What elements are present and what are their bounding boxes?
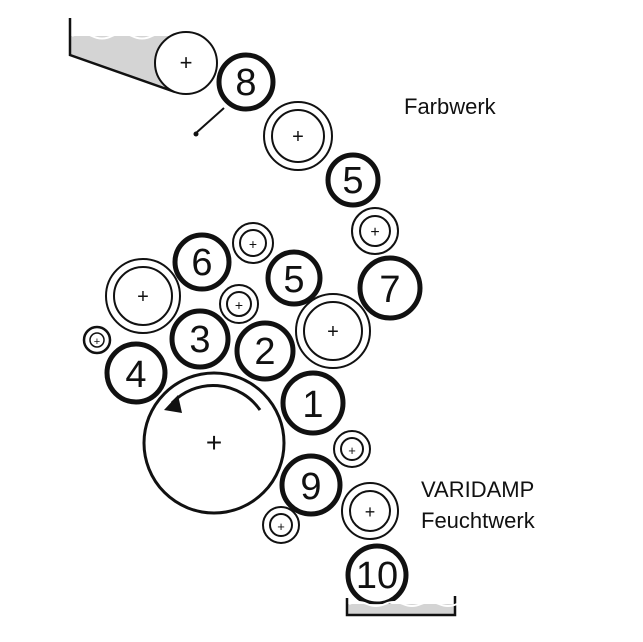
roller-6: 6	[172, 232, 232, 292]
roller-7-label: 7	[379, 269, 400, 311]
rotation-arrow-icon	[164, 395, 182, 413]
small-roller-lower-right: +	[333, 430, 371, 468]
double-roller-top: +	[263, 101, 333, 171]
center-mark: +	[137, 286, 149, 308]
double-roller-right: +	[295, 293, 371, 369]
roller-2: 2	[234, 320, 296, 382]
roller-7: 7	[357, 255, 423, 321]
roller-2-label: 2	[254, 331, 275, 373]
center-mark: +	[370, 224, 379, 241]
tiny-roller-left: +	[82, 325, 112, 355]
center-mark: +	[365, 502, 376, 522]
small-roller-right: +	[351, 207, 399, 255]
roller-8: 8	[193, 52, 276, 137]
roller-9-label: 9	[300, 466, 321, 508]
plate-cylinder: +	[142, 371, 286, 515]
center-mark: +	[180, 50, 193, 75]
small-roller-mid-top: +	[232, 222, 274, 264]
center-mark: +	[235, 297, 243, 313]
feuchtwerk-label: Feuchtwerk	[421, 508, 536, 533]
double-roller-bottom: +	[341, 482, 399, 540]
roller-1-label: 1	[302, 384, 323, 426]
roller-3: 3	[169, 308, 231, 370]
roller-6-label: 6	[191, 242, 212, 284]
small-roller-center: +	[219, 284, 259, 324]
roller-4: 4	[104, 341, 168, 405]
center-mark: +	[327, 321, 339, 343]
fountain-roller: +	[154, 31, 218, 95]
center-mark: +	[94, 336, 100, 348]
roller-3-label: 3	[189, 319, 210, 361]
roller-4-label: 4	[125, 354, 146, 396]
roller-1: 1	[280, 370, 346, 436]
roller-5-upper-label: 5	[342, 160, 363, 202]
center-mark: +	[249, 236, 257, 252]
small-roller-bottom-left: +	[262, 506, 300, 544]
roller-5-upper: 5	[325, 152, 381, 208]
dampening-trough	[345, 596, 458, 617]
roller-8-label: 8	[235, 62, 256, 104]
roller-5-lower-label: 5	[283, 259, 304, 301]
center-mark: +	[292, 126, 304, 148]
roller-9: 9	[279, 453, 343, 517]
center-mark: +	[348, 443, 356, 458]
roller-10: 10	[345, 543, 409, 607]
farbwerk-label: Farbwerk	[404, 94, 497, 119]
center-mark: +	[277, 519, 285, 534]
roller-10-label: 10	[356, 555, 398, 597]
roller-5-lower: 5	[265, 249, 323, 307]
varidamp-label: VARIDAMP	[421, 477, 534, 502]
ink-trough	[68, 18, 176, 94]
double-roller-left: +	[105, 258, 181, 334]
center-mark: +	[206, 427, 222, 458]
